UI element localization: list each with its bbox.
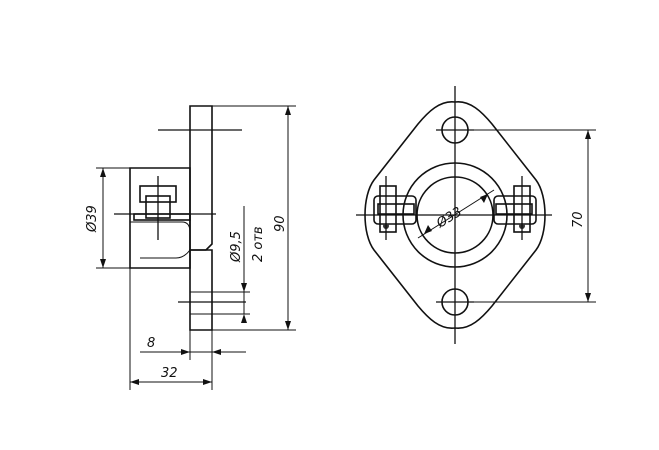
dim-70-label: 70 [571,211,586,228]
side-hole-band [189,291,213,315]
side-plate [189,105,213,251]
dim-32-arrows [130,379,212,385]
dim-d33-label: Ø33 [433,204,465,231]
front-view: Ø33 70 [356,86,596,344]
dim-d95-label: Ø9,5 [229,231,244,263]
dim-32-label: 32 [161,366,178,381]
side-view: Ø39 Ø9,5 2 отв 90 8 32 [85,105,296,390]
side-clamp-lip [130,221,191,259]
dim-90-label: 90 [273,215,288,232]
dim-d95-arrows [241,283,247,323]
dim-8-arrows [181,349,221,355]
dim-d33-arrows [424,194,488,234]
side-plate-section [189,249,213,331]
front-clamp-left [373,185,417,233]
front-clamp-right [493,185,537,233]
dim-d39-label: Ø39 [85,205,100,233]
dim-8-label: 8 [147,336,155,351]
dim-holes-label: 2 отв [251,226,266,262]
side-washer [133,213,191,221]
